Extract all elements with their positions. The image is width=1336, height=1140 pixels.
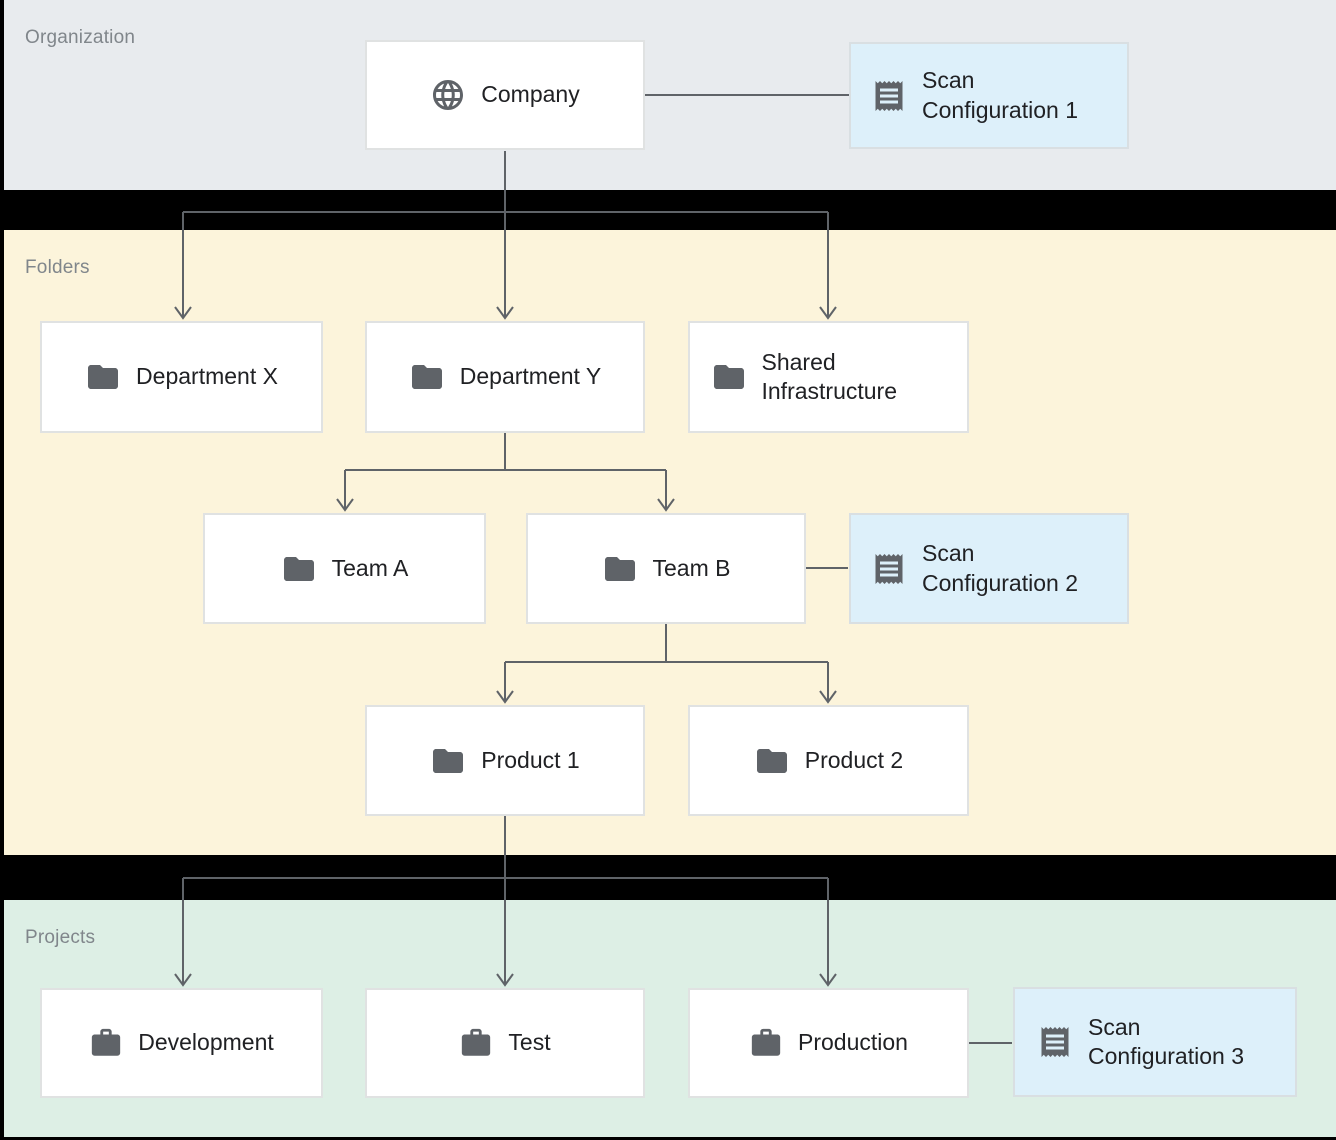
receipt-icon bbox=[871, 78, 907, 114]
node-team-a: Team A bbox=[203, 513, 486, 624]
node-department-y: Department Y bbox=[365, 321, 645, 433]
projects-band-label: Projects bbox=[25, 927, 96, 948]
node-scan-configuration-1: Scan Configuration 1 bbox=[849, 42, 1129, 149]
node-label: Scan Configuration 3 bbox=[1088, 1013, 1244, 1069]
node-test: Test bbox=[365, 988, 645, 1098]
folders-band-label: Folders bbox=[25, 257, 90, 278]
node-production: Production bbox=[688, 988, 969, 1098]
node-development: Development bbox=[40, 988, 323, 1098]
briefcase-icon bbox=[89, 1026, 123, 1060]
folder-icon bbox=[754, 743, 790, 779]
node-label: Product 1 bbox=[481, 746, 580, 773]
node-department-x: Department X bbox=[40, 321, 323, 433]
node-scan-configuration-3: Scan Configuration 3 bbox=[1013, 987, 1297, 1097]
node-team-b: Team B bbox=[526, 513, 806, 624]
node-label: Department X bbox=[136, 363, 278, 390]
node-label: Scan Configuration 2 bbox=[922, 540, 1078, 596]
node-label: Shared Infrastructure bbox=[761, 348, 898, 404]
briefcase-icon bbox=[749, 1026, 783, 1060]
folder-icon bbox=[602, 551, 638, 587]
node-label: Team B bbox=[652, 554, 731, 581]
node-label: Scan Configuration 1 bbox=[922, 67, 1078, 123]
folder-icon bbox=[409, 359, 445, 395]
receipt-icon bbox=[1037, 1024, 1073, 1060]
folder-icon bbox=[430, 743, 466, 779]
node-company: Company bbox=[365, 40, 645, 150]
node-product-2: Product 2 bbox=[688, 705, 969, 816]
globe-icon bbox=[430, 77, 466, 113]
folder-icon bbox=[85, 359, 121, 395]
node-label: Team A bbox=[331, 554, 409, 581]
node-label: Production bbox=[798, 1029, 908, 1056]
folder-icon bbox=[711, 359, 747, 395]
node-label: Company bbox=[481, 81, 580, 108]
folder-icon bbox=[281, 551, 317, 587]
node-label: Development bbox=[138, 1029, 274, 1056]
node-label: Test bbox=[508, 1029, 551, 1056]
organization-band-label: Organization bbox=[25, 27, 136, 48]
node-shared-infrastructure: Shared Infrastructure bbox=[688, 321, 969, 433]
receipt-icon bbox=[871, 551, 907, 587]
node-product-1: Product 1 bbox=[365, 705, 645, 816]
briefcase-icon bbox=[459, 1026, 493, 1060]
node-label: Department Y bbox=[459, 363, 602, 390]
node-label: Product 2 bbox=[804, 746, 904, 773]
node-scan-configuration-2: Scan Configuration 2 bbox=[849, 513, 1129, 624]
